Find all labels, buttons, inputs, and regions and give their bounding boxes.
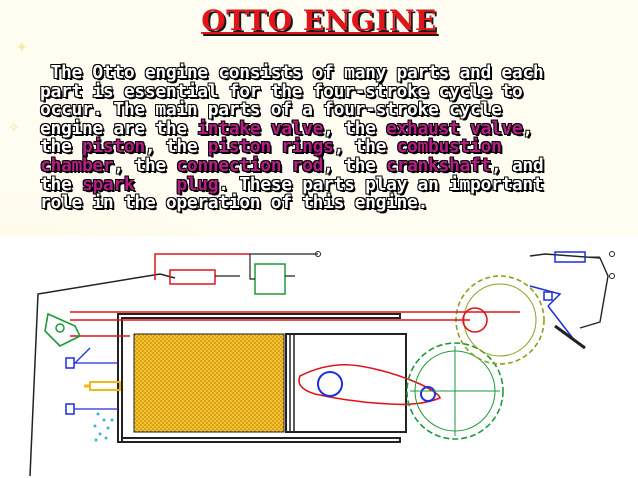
term-connection-rod: connection rod bbox=[176, 154, 324, 176]
term-combustion: combustion bbox=[396, 136, 502, 158]
body-text-run: , the bbox=[323, 117, 387, 139]
body-paragraph: The Otto engine consists of many parts a… bbox=[40, 62, 635, 214]
crankshaft-gear bbox=[406, 342, 504, 440]
body-text-run: , bbox=[522, 117, 533, 139]
cylinder-wall-bottom bbox=[118, 437, 401, 443]
body-text-run: , and bbox=[490, 154, 544, 176]
connection-rod bbox=[298, 363, 441, 406]
ignition-lead bbox=[154, 253, 250, 280]
terminal-icon bbox=[315, 251, 321, 257]
body-line: part is essential for the four-stroke cy… bbox=[40, 80, 523, 102]
term-intake-valve: intake valve bbox=[197, 117, 324, 139]
rocker-pivot bbox=[55, 323, 65, 333]
valve-lines bbox=[73, 347, 118, 410]
body-text-run: , the bbox=[144, 136, 208, 158]
slide-title: OTTO ENGINE bbox=[201, 4, 437, 37]
sparkle-icon: ✧ bbox=[8, 120, 20, 136]
term-spark-plug: spark plug bbox=[81, 173, 219, 195]
body-line: role in the operation of this engine. bbox=[40, 192, 429, 214]
rocker-arm bbox=[44, 312, 82, 347]
body-text-run: , the bbox=[113, 154, 177, 176]
fuel-spray bbox=[93, 412, 114, 442]
terminal-icon bbox=[609, 273, 615, 279]
battery-leads bbox=[249, 254, 295, 280]
body-text-run: the bbox=[40, 173, 82, 195]
spark-wire bbox=[29, 273, 176, 477]
distributor-wire bbox=[529, 253, 609, 329]
engine-diagram bbox=[0, 236, 638, 478]
camshaft-gear-inner bbox=[463, 283, 537, 357]
body-text-run: , the bbox=[323, 154, 387, 176]
sparkle-icon: ✦ bbox=[16, 40, 28, 56]
body-text-run: engine are the bbox=[40, 117, 198, 139]
combustion-chamber bbox=[133, 333, 285, 433]
body-line: occur. The main parts of a four-stroke c… bbox=[40, 99, 502, 121]
contact-breaker bbox=[529, 285, 576, 342]
wrist-pin bbox=[317, 371, 343, 397]
term-piston: piston bbox=[81, 136, 145, 158]
ignition-wire bbox=[215, 253, 318, 277]
term-exhaust-valve: exhaust valve bbox=[386, 117, 523, 139]
engine-diagram-svg bbox=[29, 251, 615, 477]
body-text-run: the bbox=[40, 136, 82, 158]
terminal-icon bbox=[609, 251, 615, 257]
breaker-point bbox=[543, 291, 553, 301]
body-text-run: , the bbox=[333, 136, 397, 158]
intake-valve bbox=[65, 357, 75, 369]
valve-push-rod bbox=[70, 311, 520, 321]
ignition-coil bbox=[169, 269, 216, 285]
battery-icon bbox=[254, 263, 286, 295]
breaker-arm bbox=[554, 324, 586, 350]
body-line: The Otto engine consists of many parts a… bbox=[40, 62, 544, 83]
piston bbox=[285, 333, 407, 433]
term-crankshaft: crankshaft bbox=[386, 154, 491, 176]
term-chamber: chamber bbox=[40, 154, 114, 176]
crankshaft-spoke bbox=[410, 346, 500, 436]
body-text-run: . These parts play an important bbox=[218, 173, 544, 195]
spark-plug bbox=[89, 381, 121, 391]
exhaust-valve bbox=[65, 403, 75, 415]
term-piston-rings: piston rings bbox=[207, 136, 334, 158]
crank-pin bbox=[420, 386, 436, 402]
